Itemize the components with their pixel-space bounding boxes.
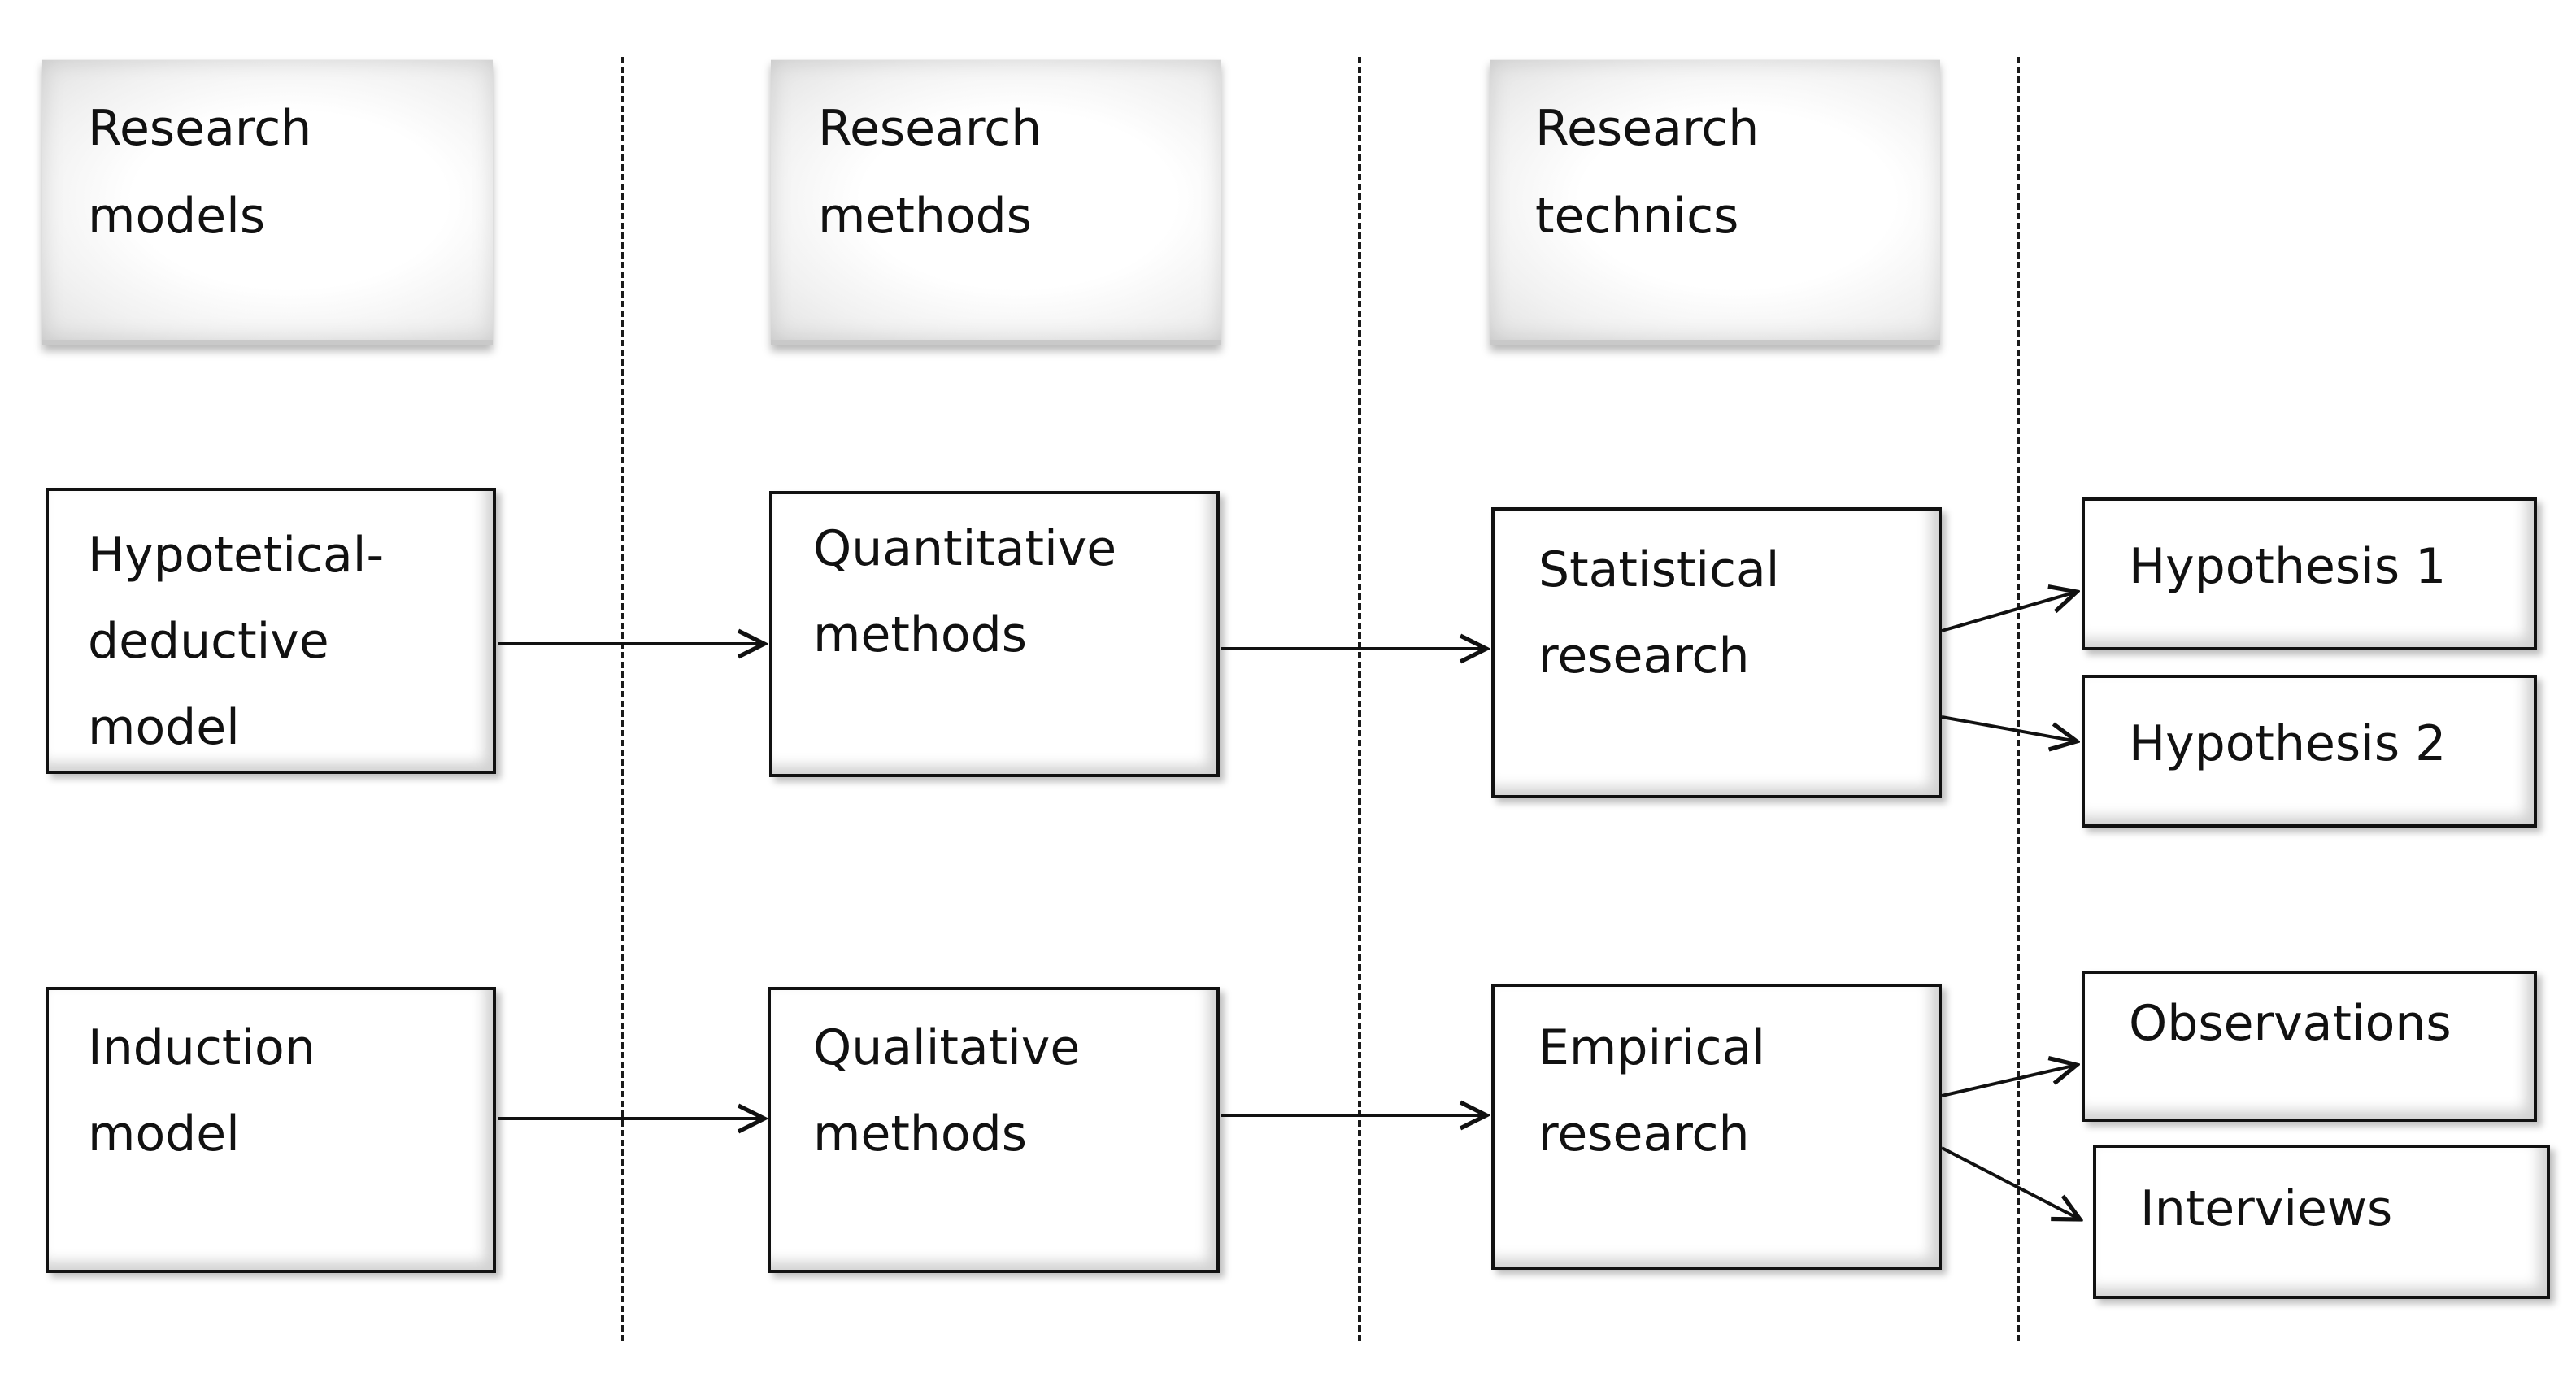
box-induction-model-label: Induction model xyxy=(88,1019,315,1162)
header-research-methods-label: Research methods xyxy=(818,100,1042,245)
arrow-empirical-to-observations xyxy=(1941,1065,2077,1097)
header-research-models: Research models xyxy=(42,59,493,345)
header-research-technics-label: Research technics xyxy=(1535,100,1760,245)
arrow-statistical-to-hypothesis-1 xyxy=(1941,592,2077,632)
header-research-technics: Research technics xyxy=(1490,59,1940,345)
box-observations: Observations xyxy=(2082,971,2537,1122)
column-divider-1 xyxy=(621,57,624,1341)
box-qualitative-methods: Qualitative methods xyxy=(768,987,1220,1273)
box-qualitative-methods-label: Qualitative methods xyxy=(813,1019,1081,1162)
box-induction-model: Induction model xyxy=(46,987,496,1273)
arrow-statistical-to-hypothesis-2 xyxy=(1941,715,2077,741)
box-interviews-label: Interviews xyxy=(2140,1180,2393,1237)
box-statistical-research-label: Statistical research xyxy=(1538,541,1780,684)
box-hypothetical-deductive-model: Hypotetical- deductive model xyxy=(46,488,496,774)
box-quantitative-methods-label: Quantitative methods xyxy=(813,520,1117,663)
column-divider-3 xyxy=(2017,57,2020,1341)
box-quantitative-methods: Quantitative methods xyxy=(769,491,1220,777)
box-hypothetical-deductive-model-label: Hypotetical- deductive model xyxy=(88,527,385,756)
header-research-models-label: Research models xyxy=(88,100,312,245)
box-statistical-research: Statistical research xyxy=(1491,507,1942,798)
box-empirical-research-label: Empirical research xyxy=(1538,1019,1765,1162)
box-interviews: Interviews xyxy=(2093,1145,2550,1299)
header-research-methods: Research methods xyxy=(771,59,1221,345)
box-observations-label: Observations xyxy=(2129,995,2452,1052)
column-divider-2 xyxy=(1358,57,1361,1341)
box-empirical-research: Empirical research xyxy=(1491,984,1942,1270)
arrow-empirical-to-interviews xyxy=(1941,1146,2080,1219)
box-hypothesis-2: Hypothesis 2 xyxy=(2082,675,2537,828)
box-hypothesis-2-label: Hypothesis 2 xyxy=(2129,715,2447,772)
box-hypothesis-1-label: Hypothesis 1 xyxy=(2129,538,2447,595)
box-hypothesis-1: Hypothesis 1 xyxy=(2082,497,2537,650)
